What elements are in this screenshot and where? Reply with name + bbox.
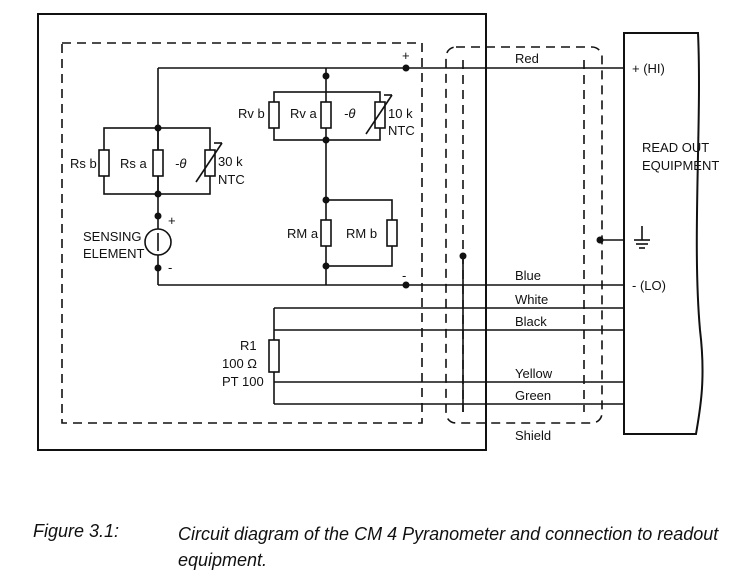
ntc-10k-thermistor — [374, 101, 386, 129]
label-rs-a: Rs a — [120, 156, 148, 171]
resistor-r1-pt100 — [268, 339, 280, 373]
label-blue: Blue — [515, 268, 541, 283]
label-r1-type: PT 100 — [222, 374, 264, 389]
label-ntc30-value: 30 k — [218, 154, 243, 169]
label-yellow: Yellow — [515, 366, 553, 381]
label-ntc30-ntc: NTC — [218, 172, 245, 187]
label-sensing-minus: - — [168, 260, 172, 275]
pyranometer-enclosure — [37, 13, 487, 451]
label-out-plus: + — [402, 48, 410, 63]
resistor-rv-b — [268, 101, 280, 129]
inner-dashed-boundary — [61, 42, 423, 424]
label-ntc10-ntc: NTC — [388, 123, 415, 138]
label-ntc30-theta: -θ — [175, 156, 186, 171]
label-black: Black — [515, 314, 547, 329]
resistor-rv-a — [320, 101, 332, 129]
readout-equipment-box — [623, 32, 704, 435]
circuit-diagram: Rs b Rs a -θ 30 k NTC SENSING ELEMENT + … — [37, 13, 719, 451]
resistor-rm-a — [320, 219, 332, 247]
label-shield: Shield — [515, 428, 551, 443]
label-white: White — [515, 292, 548, 307]
label-rm-b: RM b — [346, 226, 377, 241]
label-hi: + (HI) — [632, 61, 665, 76]
label-rv-b: Rv b — [238, 106, 265, 121]
label-rm-a: RM a — [287, 226, 319, 241]
figure-caption: Circuit diagram of the CM 4 Pyranometer … — [178, 524, 719, 570]
label-ntc10-theta: -θ — [344, 106, 355, 121]
label-readout-1: READ OUT — [642, 140, 709, 155]
resistor-rm-b — [386, 219, 398, 247]
ntc-30k-thermistor — [204, 149, 216, 177]
label-rs-b: Rs b — [70, 156, 97, 171]
label-out-minus: - — [402, 268, 406, 283]
label-lo: - (LO) — [632, 278, 666, 293]
label-green: Green — [515, 388, 551, 403]
label-sensing-plus: + — [168, 213, 176, 228]
label-sensing: SENSING — [83, 229, 142, 244]
label-red: Red — [515, 51, 539, 66]
label-r1: R1 — [240, 338, 257, 353]
resistor-rs-b — [98, 149, 110, 177]
label-rv-a: Rv a — [290, 106, 318, 121]
label-r1-value: 100 Ω — [222, 356, 257, 371]
resistor-rs-a — [152, 149, 164, 177]
label-readout-2: EQUIPMENT — [642, 158, 719, 173]
label-element: ELEMENT — [83, 246, 144, 261]
figure-number: Figure 3.1: — [33, 521, 120, 541]
label-ntc10-value: 10 k — [388, 106, 413, 121]
cable-shield-outline — [445, 46, 603, 424]
